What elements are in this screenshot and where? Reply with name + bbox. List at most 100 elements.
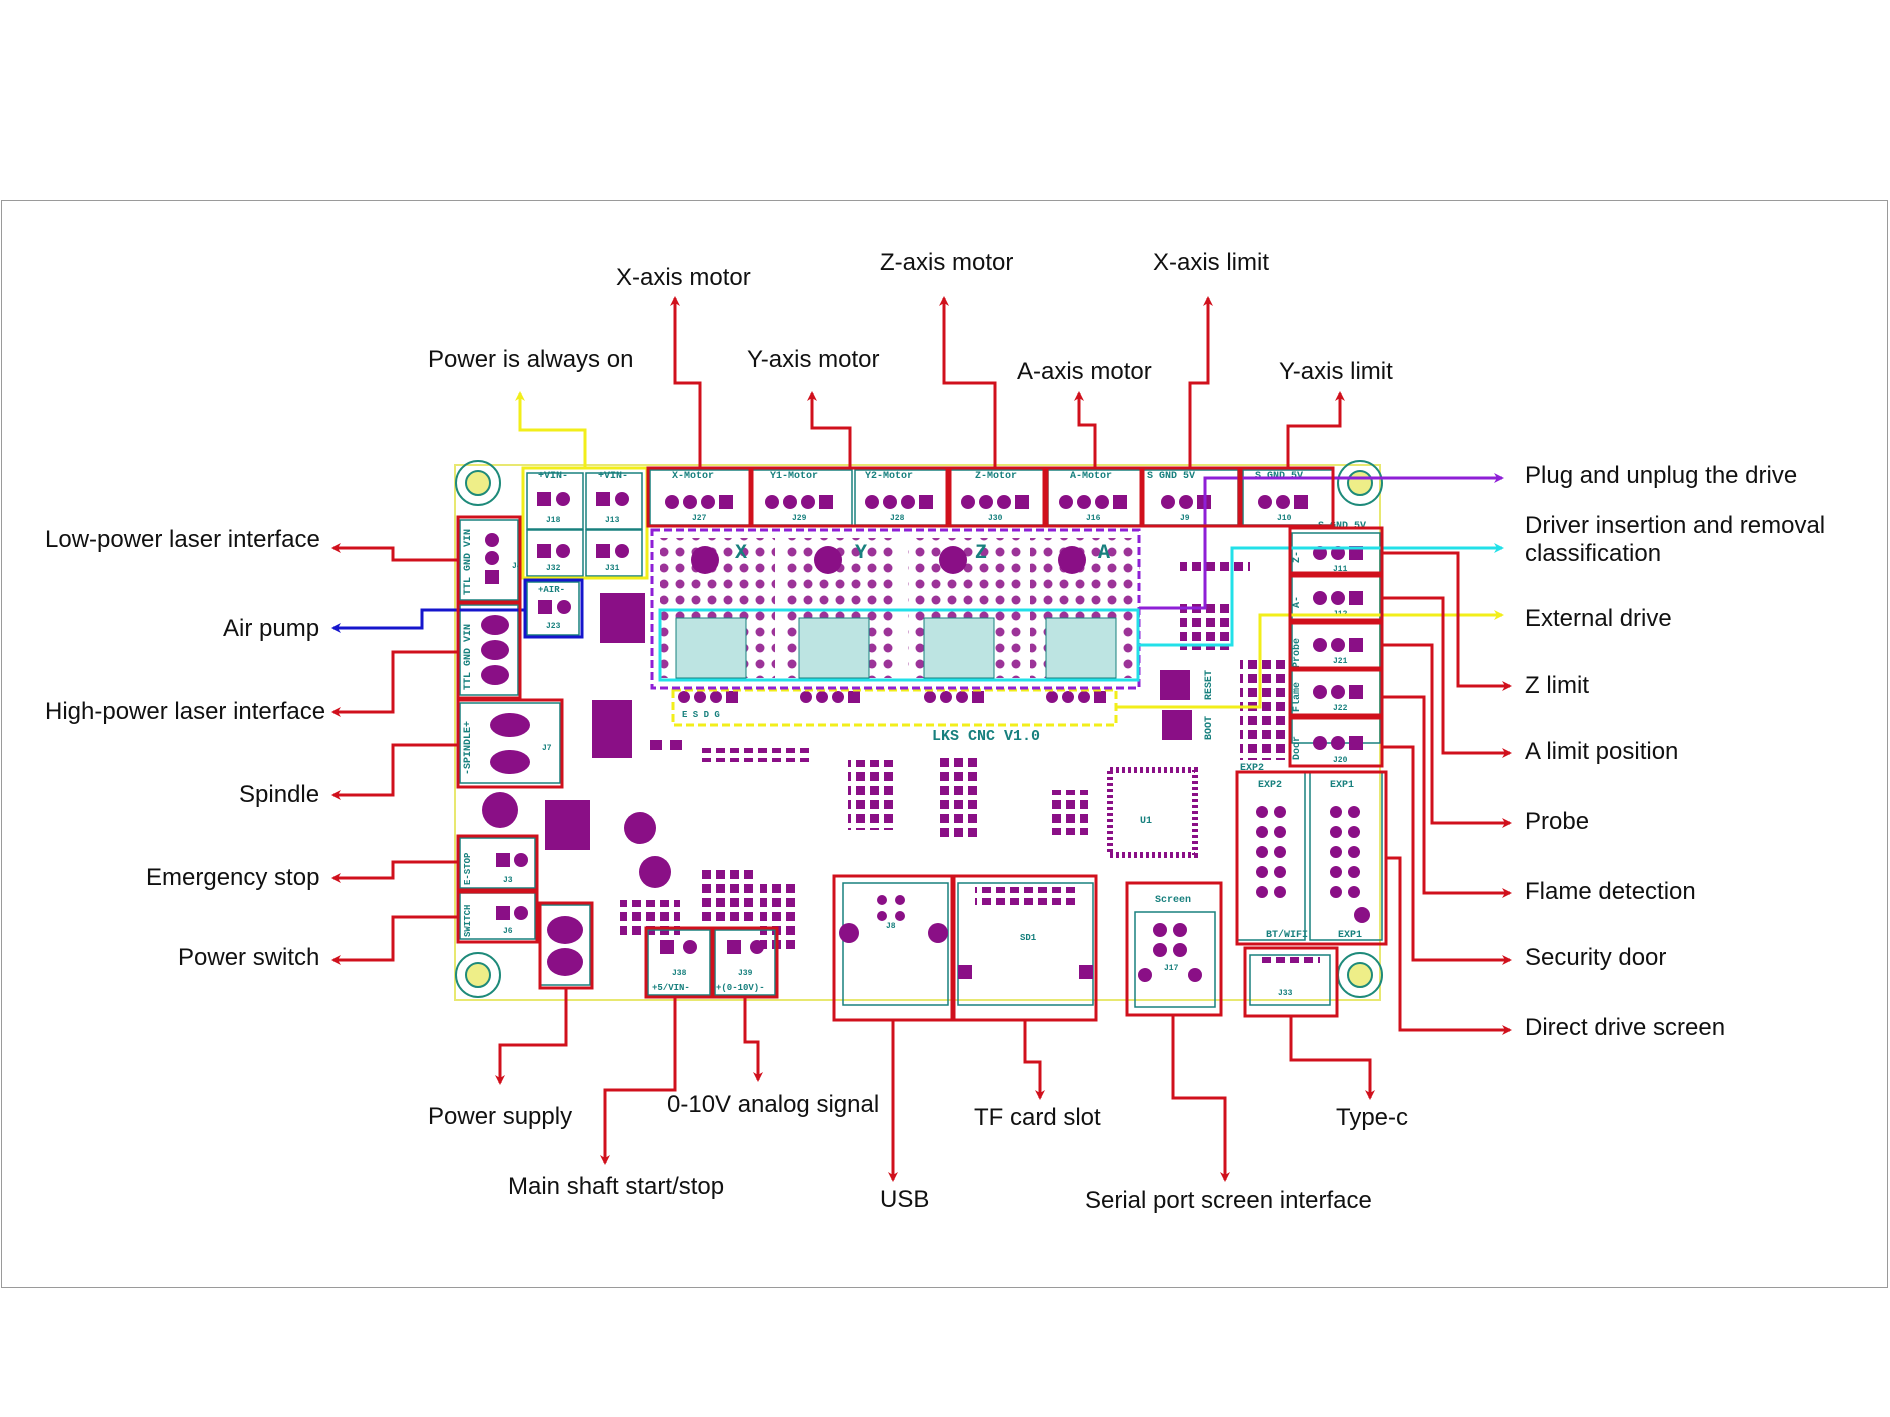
silk-y1-motor: Y1-Motor	[770, 471, 818, 482]
silk-estop: E-STOP	[463, 852, 473, 885]
arrow-z-limit	[1382, 551, 1512, 691]
silk-axis-a: A	[1098, 542, 1110, 565]
label-y-axis-limit: Y-axis limit	[1279, 358, 1393, 385]
board-name: LKS CNC V1.0	[932, 728, 1040, 745]
arrow-x-axis-limit	[1188, 296, 1213, 468]
silk-j7: J7	[542, 744, 552, 753]
arrow-power-always-on	[515, 391, 587, 468]
silk-vin5: +5/VIN-	[652, 983, 690, 993]
silk-j16: J16	[1086, 514, 1101, 523]
misc-components	[482, 560, 1285, 950]
label-main-shaft: Main shaft start/stop	[508, 1173, 725, 1200]
stepper-driver-area: X Y Z A	[660, 538, 1140, 720]
silk-sd1: SD1	[1020, 933, 1037, 943]
arrow-power-switch	[331, 915, 458, 965]
label-air-pump: Air pump	[223, 615, 320, 642]
arrow-a-axis-motor	[1074, 391, 1097, 468]
left-connectors: TTL GND VIN J4 TTL GND VIN +AIR- J23 -SP…	[459, 519, 591, 986]
silk-exp1: EXP1	[1330, 780, 1354, 791]
arrow-emergency-stop	[331, 860, 458, 883]
silk-j33: J33	[1278, 989, 1293, 998]
exp-connectors: EXP2 EXP2 EXP1 BT/WIFI EXP1	[1236, 763, 1383, 941]
silk-j9: J9	[1180, 514, 1190, 523]
silk-j39: J39	[738, 969, 753, 978]
arrow-air-pump	[331, 608, 525, 633]
silk-j20: J20	[1333, 756, 1348, 765]
arrow-low-power-laser	[331, 543, 458, 562]
arrow-main-shaft	[600, 997, 677, 1165]
arrow-probe	[1382, 643, 1512, 828]
driver-x: X	[660, 538, 775, 679]
label-emergency-stop: Emergency stop	[146, 864, 320, 891]
silk-j21: J21	[1333, 657, 1348, 666]
silk-ttl-high: TTL GND VIN	[463, 624, 474, 690]
silk-probe: Probe	[1291, 638, 1303, 668]
silk-exp2-outer: EXP2	[1240, 763, 1264, 774]
label-a-axis-motor: A-axis motor	[1017, 358, 1152, 385]
label-power-supply: Power supply	[428, 1103, 573, 1130]
label-security-door: Security door	[1525, 944, 1667, 971]
silk-j11: J11	[1333, 565, 1348, 574]
silk-vin-1: +VIN-	[538, 471, 568, 482]
arrow-plug-drive	[1139, 473, 1504, 610]
label-type-c: Type-c	[1336, 1104, 1409, 1131]
arrow-a-limit	[1382, 596, 1512, 758]
arrow-high-power-laser	[331, 650, 458, 717]
silk-z-minus: Z-	[1292, 551, 1303, 563]
silk-exp2: EXP2	[1258, 780, 1282, 791]
silk-axis-y: Y	[855, 542, 867, 565]
red-arrows	[331, 296, 1512, 1182]
mounting-hole-top-left	[455, 460, 501, 506]
pcb-board: +VIN- +VIN- J18 J13 J32 J31	[454, 460, 1383, 1008]
silk-screen: Screen	[1155, 895, 1191, 906]
label-z-axis-motor: Z-axis motor	[880, 249, 1014, 276]
label-y-axis-motor: Y-axis motor	[747, 346, 880, 373]
label-driver-insertion-line2: classification	[1525, 540, 1662, 567]
arrow-flame-detection	[1382, 695, 1512, 898]
silk-j3: J3	[503, 876, 513, 885]
arrow-x-axis-motor	[670, 296, 702, 468]
arrow-direct-drive-screen	[1386, 856, 1512, 1035]
silk-door: Door	[1292, 736, 1303, 760]
label-spindle: Spindle	[239, 781, 320, 808]
label-x-axis-limit: X-axis limit	[1153, 249, 1270, 276]
right-connectors: Z- A- Probe Flame Door J11 J12 J21 J22 J…	[1291, 532, 1381, 765]
silk-j10: J10	[1277, 514, 1292, 523]
silk-j17: J17	[1164, 964, 1179, 973]
silk-j32: J32	[546, 564, 561, 573]
label-analog-signal: 0-10V analog signal	[667, 1091, 880, 1118]
arrow-security-door	[1382, 745, 1512, 965]
driver-a: A	[1030, 538, 1140, 679]
silk-a-minus: A-	[1292, 596, 1303, 608]
silk-flame: Flame	[1291, 682, 1303, 712]
silk-j8: J8	[886, 922, 896, 931]
silk-y2-motor: Y2-Motor	[865, 471, 913, 482]
label-low-power-laser: Low-power laser interface	[45, 526, 320, 553]
label-plug-unplug-drive: Plug and unplug the drive	[1525, 462, 1798, 489]
label-high-power-laser: High-power laser interface	[45, 698, 326, 725]
silk-switch: SWITCH	[463, 905, 473, 937]
silk-reset: RESET	[1204, 670, 1215, 700]
label-flame-detection: Flame detection	[1525, 878, 1696, 905]
silk-j4: J4	[512, 562, 522, 571]
label-driver-insertion-line1: Driver insertion and removal	[1525, 512, 1826, 539]
silk-010v: +(0-10V)-	[716, 983, 765, 993]
silk-air: +AIR-	[538, 585, 565, 595]
label-power-switch: Power switch	[178, 944, 320, 971]
label-serial-port-screen: Serial port screen interface	[1085, 1187, 1372, 1214]
label-z-limit: Z limit	[1525, 672, 1589, 699]
label-probe: Probe	[1525, 808, 1590, 835]
connector-power-vin: +VIN- +VIN- J18 J13 J32 J31	[526, 471, 643, 577]
driver-y: Y	[783, 538, 898, 679]
arrow-power-supply	[495, 988, 568, 1085]
silk-limit-x: S GND 5V	[1147, 471, 1195, 482]
silk-axis-z: Z	[975, 542, 987, 565]
silk-j30: J30	[988, 514, 1003, 523]
silk-axis-x: X	[735, 542, 747, 565]
silk-ttl-low: TTL GND VIN	[463, 529, 474, 595]
diagram-frame	[1, 200, 1888, 1288]
silk-vin-2: +VIN-	[598, 471, 628, 482]
arrow-type-c	[1289, 1016, 1375, 1100]
arrow-tf-card	[1023, 1020, 1045, 1100]
